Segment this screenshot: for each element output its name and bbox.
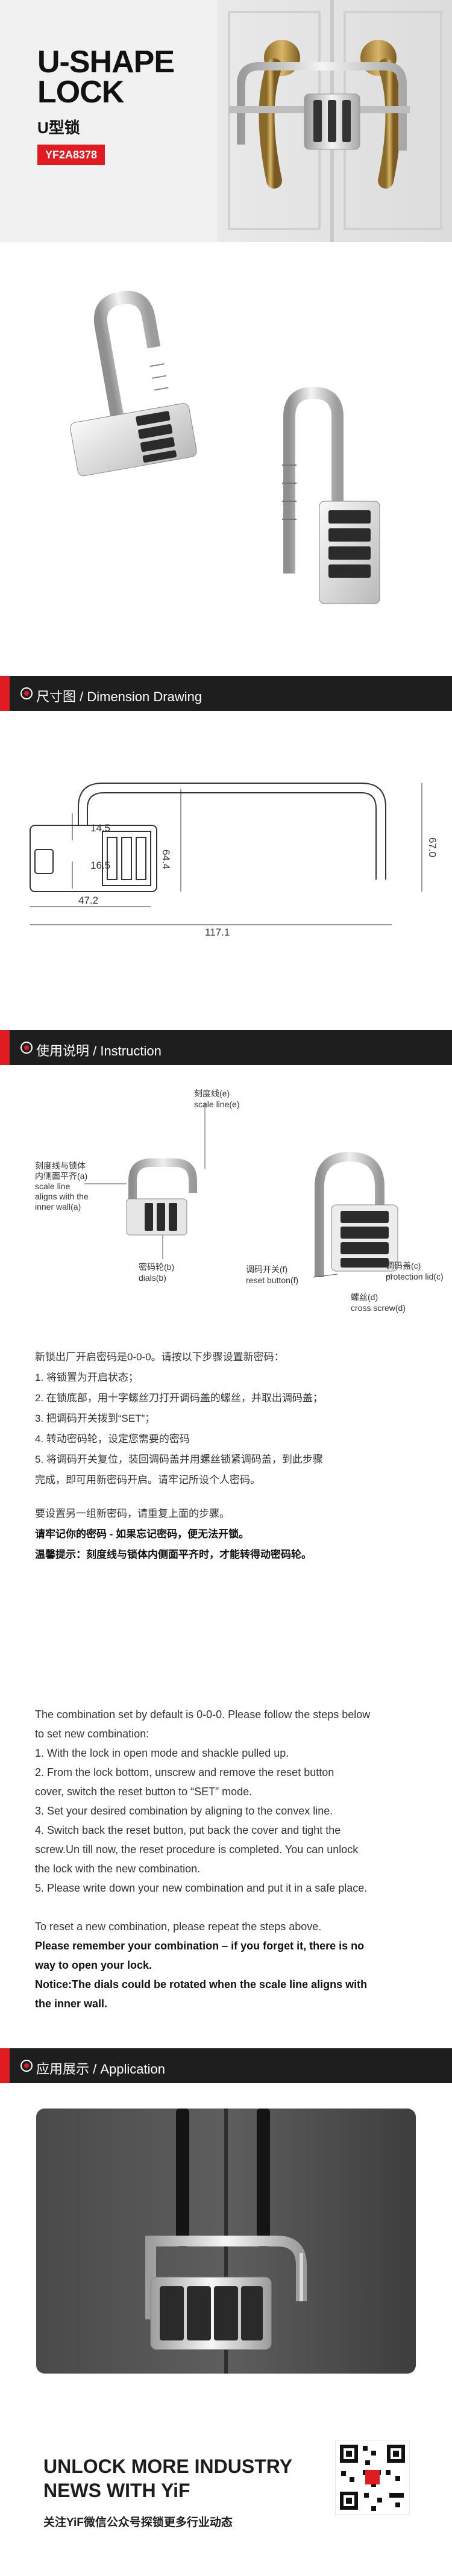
label-lid-en: protection lid(c) [386,1272,444,1281]
label-align-cn2: 内侧面平齐(a) [35,1171,87,1181]
instruction-cn: 新锁出厂开启密码是0-0-0。请按以下步骤设置新密码： 1. 将锁置为开启状态；… [35,1347,427,1565]
instruction-en: The combination set by default is 0-0-0.… [35,1705,433,2013]
instruction-en-step: 4. Switch back the reset button, put bac… [35,1824,341,1836]
label-dials-en: dials(b) [139,1273,166,1283]
label-screw-cn: 螺丝(d) [351,1292,378,1302]
instruction-en-remember: way to open your lock. [35,1959,152,1971]
label-screw-en: cross screw(d) [351,1303,406,1313]
model-badge: YF2A8378 [37,145,105,165]
instruction-diagram: 刻度线(e) scale line(e) 刻度线与锁体 内侧面平齐(a) sca… [35,1089,444,1313]
dim-label-1: 14.5 [90,822,110,834]
dim-label-2: 16.5 [90,860,110,871]
instruction-cn-reset: 要设置另一组新密码，请重复上面的步骤。 [35,1508,230,1519]
dimension-drawing: 14.5 16.5 64.4 47.2 117.1 67.0 [30,783,438,938]
instruction-en-intro: to set new combination: [35,1728,149,1740]
section-header-dimension: 尺寸图 / Dimension Drawing [0,676,452,711]
hero-title-line1: U-SHAPE [37,45,175,80]
accent-stripe [0,2048,10,2083]
product-images [70,290,380,604]
dim-label-5: 117.1 [205,927,230,938]
instruction-cn-step: 完成，即可用新密码开启。请牢记所设个人密码。 [35,1474,260,1486]
qr-code-icon [335,2440,410,2515]
label-reset-cn: 调码开关(f) [246,1265,287,1274]
instruction-cn-step: 5. 将调码开关复位，装回调码盖并用螺丝锁紧调码盖，到此步骤 [35,1454,323,1465]
instruction-en-step: 5. Please write down your new combinatio… [35,1882,368,1894]
accent-stripe [0,1030,10,1065]
instruction-cn-remember: 请牢记你的密码 - 如果忘记密码，便无法开锁。 [35,1528,250,1540]
instruction-en-remember: Please remember your combination – if yo… [35,1940,365,1952]
footer-title: UNLOCK MORE INDUSTRY NEWS WITH YiF [43,2454,292,2503]
label-dials-cn: 密码轮(b) [139,1262,174,1272]
application-photo [36,2109,416,2374]
footer-subtitle: 关注YiF微信公众号探锁更多行业动态 [43,2516,233,2529]
hero-banner: U-SHAPE LOCK U型锁 YF2A8378 [0,0,452,242]
label-lid-cn: 调码盖(c) [386,1261,421,1271]
label-align-cn: 刻度线与锁体 [35,1161,86,1171]
instruction-cn-step: 3. 把调码开关拨到“SET”； [35,1413,155,1424]
label-align-en1: scale line [35,1181,71,1191]
section-header-instruction: 使用说明 / Instruction [0,1030,452,1065]
label-scale-en: scale line(e) [194,1099,239,1109]
instruction-en-notice: the inner wall. [35,1998,108,2010]
bullet-icon [20,2060,33,2072]
footer-title-line1: UNLOCK MORE INDUSTRY [43,2456,293,2477]
product-lock-side [282,386,380,604]
dim-label-3: 64.4 [160,849,172,869]
instruction-en-step: the lock with the new combination. [35,1863,201,1875]
instruction-cn-step: 2. 在锁底部，用十字螺丝刀打开调码盖的螺丝，并取出调码盖； [35,1392,323,1404]
qr-center-logo [365,2470,380,2484]
hero-door-photo [0,0,452,242]
instruction-cn-notice: 温馨提示：刻度线与锁体内侧面平齐时，才能转得动密码轮。 [35,1549,312,1560]
instruction-en-step: cover, switch the reset button to “SET” … [35,1786,253,1798]
label-scale-cn: 刻度线(e) [194,1089,230,1098]
instruction-en-notice: Notice:The dials could be rotated when t… [35,1978,368,1990]
instruction-en-intro: The combination set by default is 0-0-0.… [35,1708,371,1721]
hero-title-cn: U型锁 [37,119,80,137]
label-align-en3: inner wall(a) [35,1202,81,1211]
footer-title-line2: NEWS WITH YiF [43,2480,190,2501]
instruction-en-step: screw.Un till now, the reset procedure i… [35,1843,359,1855]
hero-title: U-SHAPE LOCK [37,45,175,110]
instruction-cn-intro: 新锁出厂开启密码是0-0-0。请按以下步骤设置新密码： [35,1351,284,1363]
instruction-cn-step: 4. 转动密码轮，设定您需要的密码 [35,1433,190,1445]
bullet-icon [20,1042,33,1054]
dim-label-6: 67.0 [427,837,438,857]
instruction-en-step: 3. Set your desired combination by align… [35,1805,333,1817]
accent-stripe [0,676,10,711]
label-reset-en: reset button(f) [246,1275,298,1285]
section-title: 使用说明 / Instruction [36,1043,162,1058]
bullet-icon [20,687,33,699]
section-title: 应用展示 / Application [36,2062,165,2077]
instruction-en-reset: To reset a new combination, please repea… [35,1921,322,1933]
hero-title-line2: LOCK [37,75,124,110]
instruction-en-step: 1. With the lock in open mode and shackl… [35,1747,289,1759]
product-lock-front [70,290,197,477]
dim-label-4: 47.2 [78,895,98,906]
section-header-application: 应用展示 / Application [0,2048,452,2083]
section-title: 尺寸图 / Dimension Drawing [36,689,202,704]
instruction-cn-step: 1. 将锁置为开启状态； [35,1372,139,1383]
label-align-en2: aligns with the [35,1192,89,1201]
instruction-en-step: 2. From the lock bottom, unscrew and rem… [35,1766,334,1778]
